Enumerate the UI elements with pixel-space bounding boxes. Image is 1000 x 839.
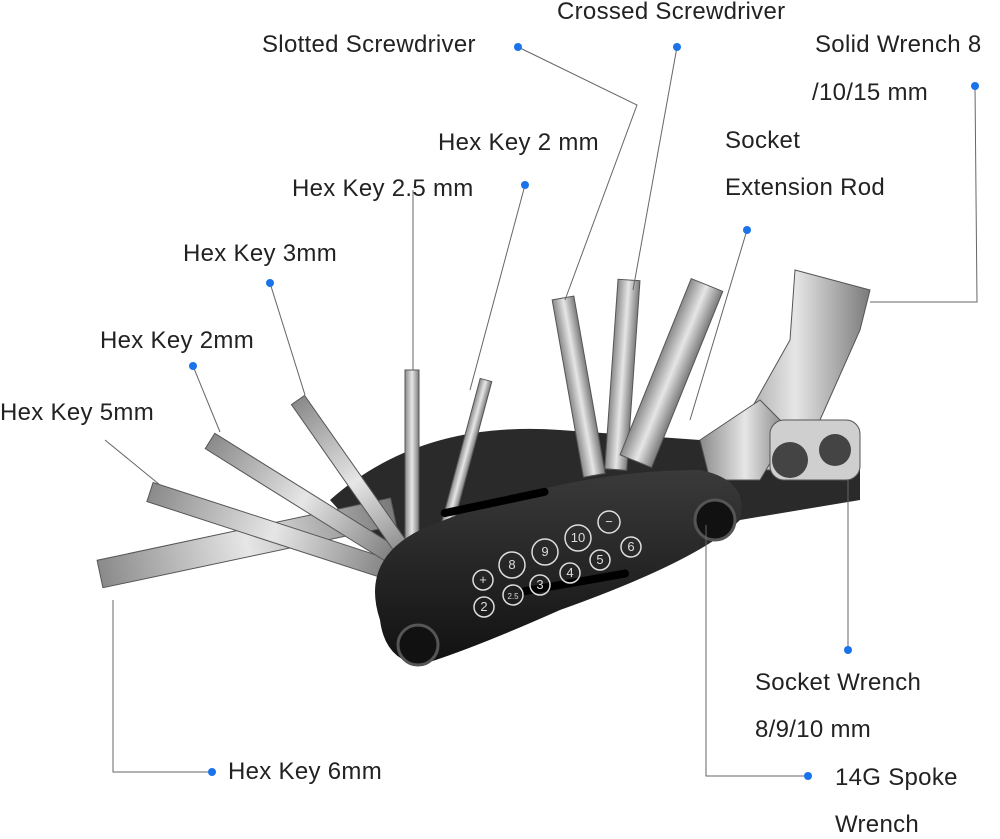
leader-lines bbox=[104, 46, 978, 777]
slotted-screwdriver bbox=[551, 295, 606, 478]
body-marking-ring bbox=[620, 536, 642, 558]
dot-crossed-screwdriver bbox=[673, 43, 681, 51]
socket-extension-rod bbox=[619, 277, 724, 469]
body-marking-ring bbox=[502, 584, 524, 606]
socket-opening bbox=[819, 434, 851, 466]
dot-hex-key-2-5mm bbox=[521, 181, 529, 189]
label-dots bbox=[189, 43, 979, 780]
body-marking-ring bbox=[473, 596, 495, 618]
hex-keys bbox=[96, 369, 493, 589]
body-marking-text: 2 bbox=[480, 599, 487, 614]
leader-line-socket-extension-rod bbox=[689, 229, 748, 421]
label-spoke-wrench-line1: 14G Spoke bbox=[835, 764, 958, 791]
front-body bbox=[375, 470, 742, 665]
body-marking-text: 9 bbox=[541, 544, 548, 559]
body-marking-text: − bbox=[605, 514, 613, 529]
leader-line-hex-key-2-5mm bbox=[469, 184, 526, 391]
dot-hex-key-6mm bbox=[208, 768, 216, 776]
dot-slotted-screwdriver bbox=[514, 43, 522, 51]
body-marking-ring bbox=[559, 562, 581, 584]
dot-hex-key-2mm bbox=[189, 362, 197, 370]
label-solid-wrench-line2: /10/15 mm bbox=[812, 79, 929, 106]
leader-line-solid-wrench bbox=[870, 85, 978, 303]
body-marking-text: 3 bbox=[536, 577, 543, 592]
hex-key-6mm bbox=[96, 497, 397, 589]
body-marking-text: 10 bbox=[571, 530, 585, 545]
dot-socket-wrench bbox=[844, 646, 852, 654]
leader-line-spoke-wrench bbox=[705, 525, 808, 777]
dot-spoke-wrench bbox=[804, 772, 812, 780]
body-marking-ring bbox=[529, 574, 551, 596]
body-marking-ring bbox=[531, 538, 559, 566]
leader-line-hex-key-3mm bbox=[269, 282, 306, 396]
leader-line-hex-key-5mm bbox=[104, 439, 161, 486]
label-hex-key-5mm: Hex Key 5mm bbox=[0, 399, 155, 426]
body-bolt-left bbox=[396, 623, 440, 667]
body-marking-ring bbox=[472, 569, 494, 591]
body-marking-ring bbox=[564, 524, 592, 552]
dot-hex-key-3mm bbox=[266, 279, 274, 287]
leader-line-crossed-screwdriver bbox=[632, 46, 678, 291]
socket-opening bbox=[772, 442, 808, 478]
label-hex-key-2mm: Hex Key 2mm bbox=[100, 327, 255, 354]
label-hex-key-2mm-top: Hex Key 2 mm bbox=[438, 129, 599, 156]
leader-line-hex-key-2mm bbox=[192, 365, 221, 433]
body-marking-text: 2.5 bbox=[507, 592, 519, 601]
label-spoke-wrench-line2: Wrench bbox=[835, 811, 920, 838]
body-marking-ring bbox=[597, 510, 621, 534]
body-marking-text: + bbox=[479, 572, 487, 587]
body-marking-text: 5 bbox=[596, 552, 603, 567]
body-markings: +8 9 10 − 2 2.5 3 4 5 6 bbox=[472, 510, 642, 618]
label-slotted-screwdriver: Slotted Screwdriver bbox=[262, 31, 476, 58]
body-marking-text: 8 bbox=[508, 557, 515, 572]
label-hex-key-2-5mm: Hex Key 2.5 mm bbox=[292, 175, 474, 202]
label-hex-key-3mm: Hex Key 3mm bbox=[183, 240, 338, 267]
body-bolt-right bbox=[693, 498, 737, 542]
label-socket-wrench-line2: 8/9/10 mm bbox=[755, 716, 872, 743]
label-socket-wrench-line1: Socket Wrench bbox=[755, 669, 922, 696]
body-marking-ring bbox=[498, 551, 526, 579]
label-hex-key-6mm: Hex Key 6mm bbox=[228, 758, 383, 785]
dot-solid-wrench bbox=[971, 82, 979, 90]
label-socket-ext-line1: Socket bbox=[725, 127, 801, 154]
body-marking-ring bbox=[589, 549, 611, 571]
label-socket-ext-line2: Extension Rod bbox=[725, 174, 885, 201]
body-marking-text: 4 bbox=[566, 565, 573, 580]
body-slot-upper bbox=[440, 487, 549, 518]
leader-line-hex-key-6mm bbox=[112, 600, 212, 773]
label-solid-wrench-line1: Solid Wrench 8 bbox=[815, 31, 982, 58]
label-crossed-screwdriver: Crossed Screwdriver bbox=[557, 0, 786, 25]
dot-socket-extension-rod bbox=[743, 226, 751, 234]
crossed-screwdriver bbox=[604, 278, 641, 471]
leader-line-slotted-screwdriver bbox=[517, 46, 638, 301]
body-marking-text: 6 bbox=[627, 539, 634, 554]
sockets bbox=[769, 419, 861, 481]
screwdrivers bbox=[551, 277, 724, 478]
